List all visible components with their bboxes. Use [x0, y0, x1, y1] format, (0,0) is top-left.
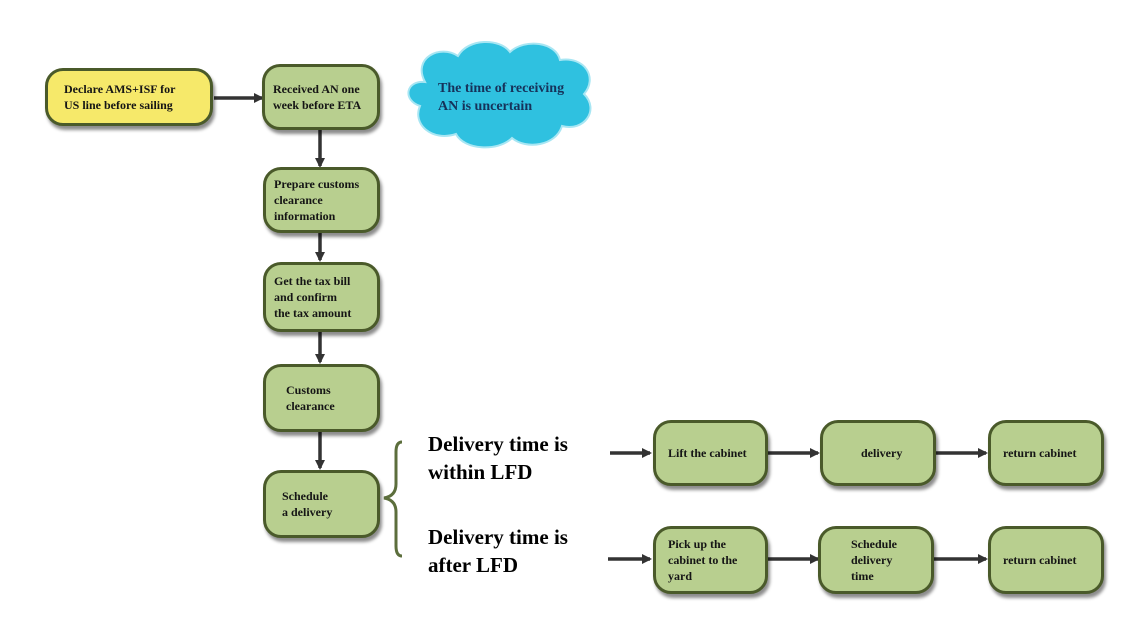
node-delivery-label: delivery: [861, 446, 903, 460]
branch-label-after-lfd: Delivery time is after LFD: [428, 525, 568, 577]
node-schedule-delivery-time: Schedule delivery time: [818, 526, 934, 594]
node-declare-ams-isf: Declare AMS+ISF for US line before saili…: [45, 68, 213, 126]
node-schedule-delivery: Schedule a delivery: [263, 470, 380, 538]
node-prepare-customs-label: Prepare customs clearance information: [274, 177, 360, 223]
node-schedule-delivery-time-label: Schedule delivery time: [851, 537, 898, 583]
node-return-cabinet-2: return cabinet: [988, 526, 1104, 594]
node-tax-bill-label: Get the tax bill and confirm the tax amo…: [274, 274, 352, 320]
node-pick-up-cabinet-label: Pick up the cabinet to the yard: [668, 537, 738, 583]
node-lift-cabinet-label: Lift the cabinet: [668, 446, 747, 460]
branch-brace: [383, 440, 403, 558]
node-declare-ams-isf-label: Declare AMS+ISF for US line before saili…: [64, 82, 176, 112]
node-received-an-label: Received AN one week before ETA: [273, 82, 362, 112]
cloud-note-shape: [407, 40, 592, 149]
branch-label-within-lfd: Delivery time is within LFD: [428, 432, 568, 484]
node-return-cabinet-1: return cabinet: [988, 420, 1104, 486]
node-prepare-customs: Prepare customs clearance information: [263, 167, 380, 233]
node-delivery: delivery: [820, 420, 936, 486]
node-return-cabinet-2-label: return cabinet: [1003, 553, 1077, 567]
node-return-cabinet-1-label: return cabinet: [1003, 446, 1077, 460]
node-customs-clearance: Customs clearance: [263, 364, 380, 432]
node-schedule-delivery-label: Schedule a delivery: [282, 489, 333, 519]
node-customs-clearance-label: Customs clearance: [286, 383, 335, 413]
cloud-note-text: The time of receiving AN is uncertain: [438, 81, 565, 114]
node-received-an: Received AN one week before ETA: [262, 64, 380, 130]
node-tax-bill: Get the tax bill and confirm the tax amo…: [263, 262, 380, 332]
node-lift-cabinet: Lift the cabinet: [653, 420, 768, 486]
node-pick-up-cabinet: Pick up the cabinet to the yard: [653, 526, 768, 594]
